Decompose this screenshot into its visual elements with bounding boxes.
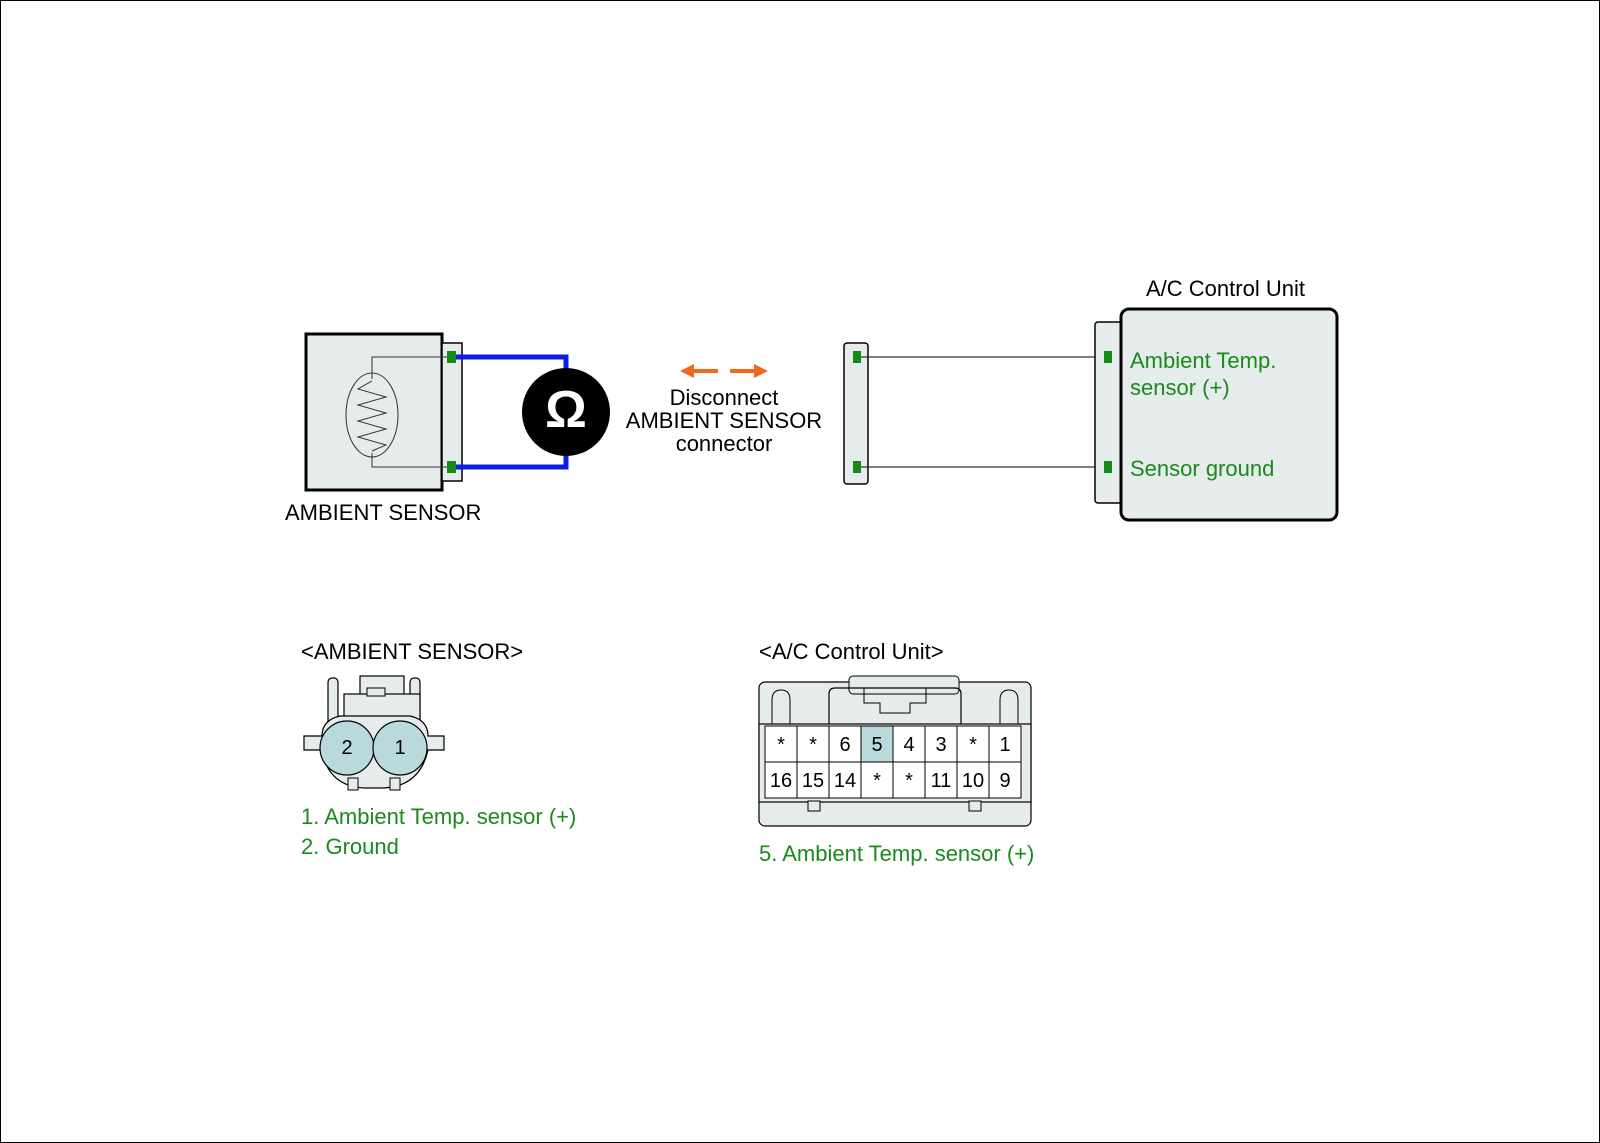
sensor-pin-2: 2 bbox=[341, 737, 353, 759]
ac-control-unit bbox=[1094, 307, 1339, 522]
sensor-legend-2: 2. Ground bbox=[301, 834, 399, 859]
terminal-sensor-ground: Sensor ground bbox=[1130, 456, 1275, 481]
sensor-connector-title: <AMBIENT SENSOR> bbox=[301, 639, 524, 664]
sensor-terminal-top bbox=[447, 351, 456, 363]
disconnect-line-2: AMBIENT SENSOR bbox=[625, 408, 823, 433]
ac-pin: * bbox=[809, 734, 817, 756]
ac-pin: * bbox=[777, 734, 785, 756]
terminal-ambient-temp: Ambient Temp. bbox=[1130, 348, 1277, 373]
ac-pin: 14 bbox=[833, 770, 857, 792]
ac-pin: * bbox=[905, 770, 913, 792]
disconnect-line-3: connector bbox=[675, 431, 773, 456]
sensor-connector-face bbox=[303, 675, 445, 791]
sensor-terminal-bottom bbox=[447, 461, 456, 473]
ac-connector-legend: 5. Ambient Temp. sensor (+) bbox=[759, 841, 1035, 866]
sensor-pin-1: 1 bbox=[394, 737, 406, 759]
control-unit-title: A/C Control Unit bbox=[1146, 276, 1305, 301]
sensor-legend-1: 1. Ambient Temp. sensor (+) bbox=[301, 804, 577, 829]
ac-pin: 11 bbox=[930, 770, 952, 792]
ac-pin: 10 bbox=[961, 770, 985, 792]
ambient-sensor bbox=[304, 332, 463, 492]
ac-pin: 1 bbox=[999, 734, 1011, 756]
ac-pin: * bbox=[969, 734, 977, 756]
ohmmeter-icon bbox=[522, 368, 610, 456]
ac-pin: 16 bbox=[769, 770, 793, 792]
ac-pin: 5 bbox=[871, 734, 883, 756]
disconnect-arrow-icon bbox=[680, 364, 768, 378]
disconnect-line-1: Disconnect bbox=[669, 385, 779, 410]
meter-leads bbox=[456, 354, 610, 470]
ac-pin: * bbox=[873, 770, 881, 792]
harness-connector bbox=[843, 342, 1106, 485]
ac-pin: 15 bbox=[801, 770, 825, 792]
ac-connector-title: <A/C Control Unit> bbox=[759, 639, 944, 664]
ambient-sensor-label: AMBIENT SENSOR bbox=[285, 500, 482, 525]
ohmmeter-symbol: Ω bbox=[545, 381, 587, 439]
ac-pin: 6 bbox=[839, 734, 851, 756]
ac-connector-face bbox=[758, 675, 1032, 827]
ac-pin: 3 bbox=[935, 734, 947, 756]
ac-pin: 4 bbox=[903, 734, 915, 756]
terminal-ambient-temp-2: sensor (+) bbox=[1130, 375, 1230, 400]
ac-pin: 9 bbox=[999, 770, 1011, 792]
